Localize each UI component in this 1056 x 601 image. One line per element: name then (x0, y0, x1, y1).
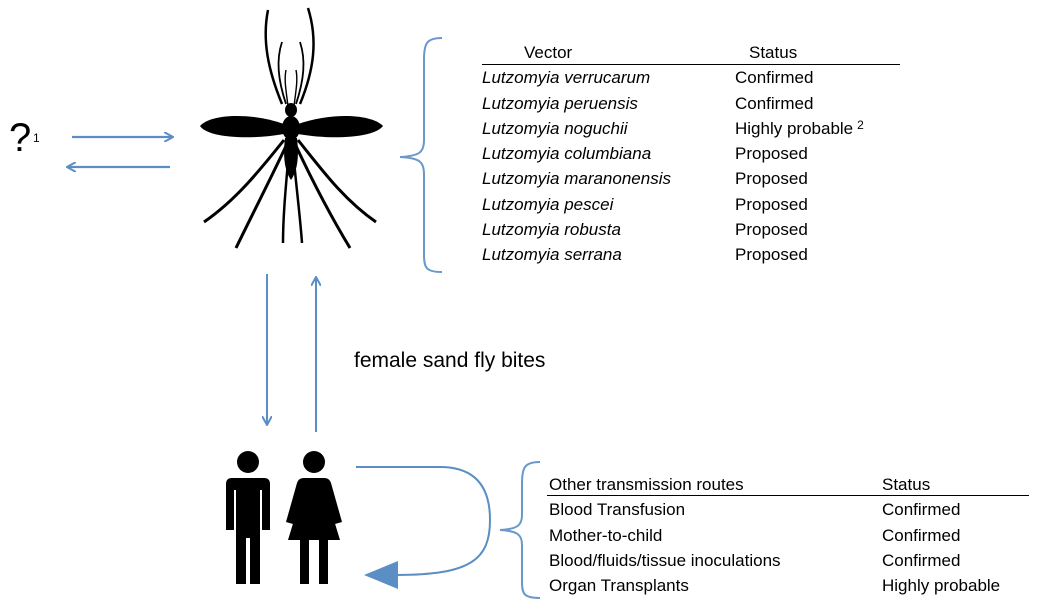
vector-name: Lutzomyia peruensis (482, 91, 735, 116)
route-status: Highly probable (882, 573, 1032, 598)
vector-status: Proposed (735, 141, 905, 166)
vector-name: Lutzomyia columbiana (482, 141, 735, 166)
route-name: Blood/fluids/tissue inoculations (549, 548, 882, 573)
table-row: Blood/fluids/tissue inoculations Confirm… (549, 548, 1032, 573)
header-rule (482, 64, 900, 65)
vector-table-header: Vector Status (482, 40, 905, 65)
vector-column-header: Vector (482, 40, 735, 65)
vector-status: Confirmed (735, 91, 905, 116)
route-name: Blood Transfusion (549, 497, 882, 522)
routes-table: Other transmission routes Status Blood T… (549, 472, 1032, 598)
vector-name: Lutzomyia maranonensis (482, 166, 735, 191)
route-name: Organ Transplants (549, 573, 882, 598)
route-status: Confirmed (882, 548, 1032, 573)
table-row: Organ Transplants Highly probable (549, 573, 1032, 598)
vector-bracket (400, 38, 442, 272)
vector-name: Lutzomyia serrana (482, 242, 735, 267)
table-row: Lutzomyia columbiana Proposed (482, 141, 905, 166)
vector-name: Lutzomyia pescei (482, 192, 735, 217)
routes-bracket (500, 462, 540, 598)
vector-name: Lutzomyia verrucarum (482, 65, 735, 90)
vector-status: Confirmed (735, 65, 905, 90)
table-row: Blood Transfusion Confirmed (549, 497, 1032, 522)
route-name: Mother-to-child (549, 523, 882, 548)
vector-status: Proposed (735, 192, 905, 217)
header-rule (547, 495, 1029, 496)
vector-status: Highly probable (735, 119, 853, 138)
table-row: Lutzomyia maranonensis Proposed (482, 166, 905, 191)
vector-status-cell: Highly probable 2 (735, 116, 905, 141)
table-row: Mother-to-child Confirmed (549, 523, 1032, 548)
man-icon (226, 451, 270, 584)
unknown-reservoir: ? 1 (9, 118, 31, 158)
loop-arrow (356, 467, 490, 575)
vector-table: Vector Status Lutzomyia verrucarum Confi… (482, 40, 905, 268)
table-row: Lutzomyia pescei Proposed (482, 192, 905, 217)
routes-table-header: Other transmission routes Status (549, 472, 1032, 497)
question-footnote: 1 (33, 118, 40, 158)
transmission-caption: female sand fly bites (354, 349, 545, 373)
routes-column-header: Other transmission routes (549, 472, 882, 497)
table-row: Lutzomyia noguchii Highly probable 2 (482, 116, 905, 141)
vector-status: Proposed (735, 166, 905, 191)
woman-icon (286, 451, 342, 584)
table-row: Lutzomyia robusta Proposed (482, 217, 905, 242)
routes-status-header: Status (882, 472, 1032, 497)
sand-fly-icon (200, 8, 383, 248)
vector-name: Lutzomyia noguchii (482, 116, 735, 141)
route-status: Confirmed (882, 523, 1032, 548)
vector-status: Proposed (735, 217, 905, 242)
status-footnote: 2 (857, 118, 864, 132)
table-row: Lutzomyia serrana Proposed (482, 242, 905, 267)
loop-arrowhead (364, 561, 398, 589)
route-status: Confirmed (882, 497, 1032, 522)
vector-status: Proposed (735, 242, 905, 267)
question-mark: ? (9, 116, 31, 160)
status-column-header: Status (735, 40, 905, 65)
table-row: Lutzomyia peruensis Confirmed (482, 91, 905, 116)
vector-name: Lutzomyia robusta (482, 217, 735, 242)
table-row: Lutzomyia verrucarum Confirmed (482, 65, 905, 90)
